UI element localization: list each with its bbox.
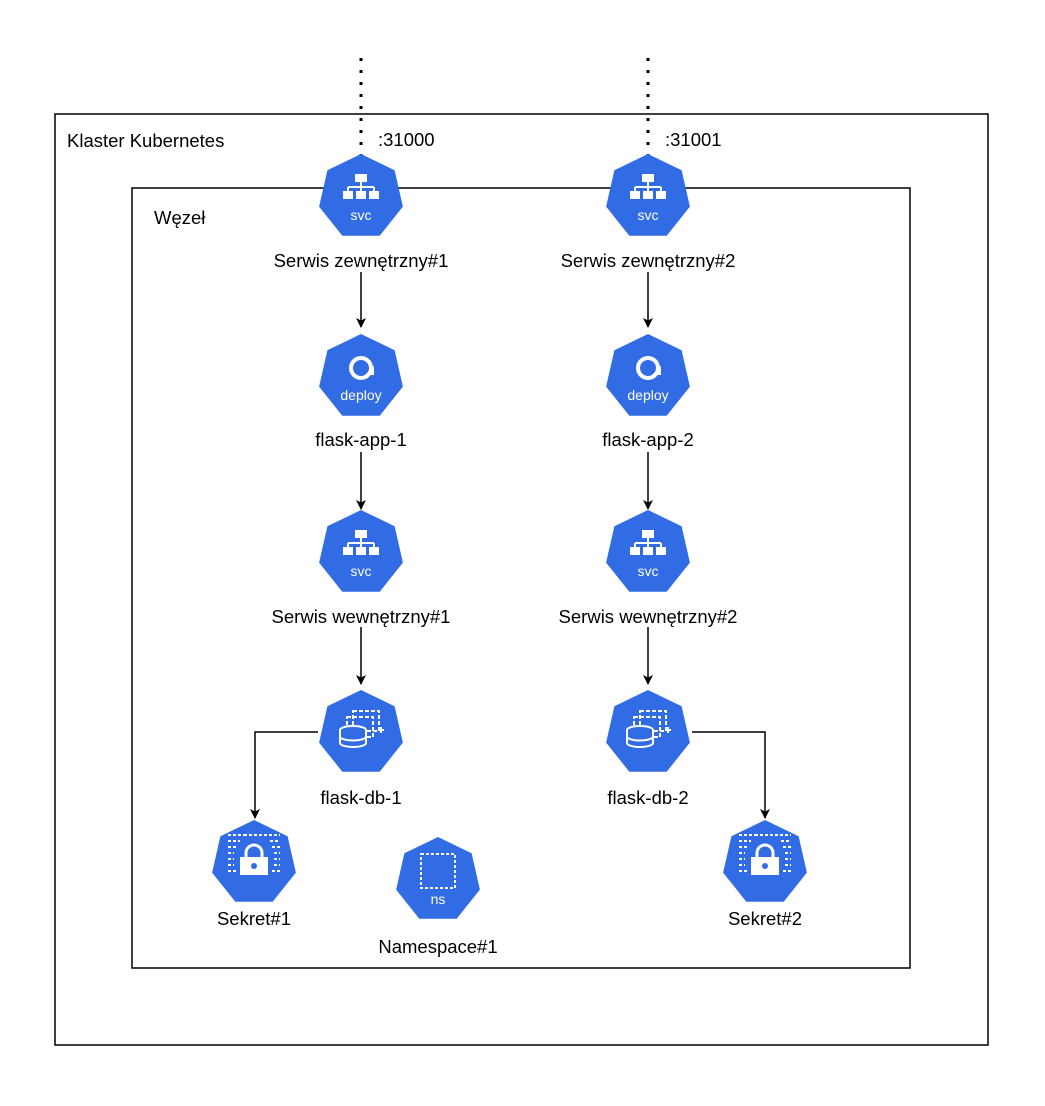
statefulset-icon — [339, 710, 384, 748]
int-svc-1: svc — [319, 510, 403, 592]
arrow-db-2-to-secret-2 — [692, 731, 770, 819]
int-svc-2-label: Serwis wewnętrzny#2 — [559, 606, 738, 627]
namespace-1: ns — [396, 837, 480, 919]
secret-icon — [739, 834, 791, 875]
deploy-2-label: flask-app-2 — [602, 429, 694, 450]
db-2 — [606, 690, 690, 772]
deploy-2: deploy — [606, 334, 690, 416]
svc-icon — [630, 530, 666, 555]
badge-text: svc — [351, 563, 372, 579]
db-2-label: flask-db-2 — [607, 787, 688, 808]
badge-text: svc — [638, 207, 659, 223]
badge-text: deploy — [340, 387, 381, 403]
ext-svc-1: svc — [319, 154, 403, 236]
cluster-boundary — [54, 113, 989, 1046]
namespace-1-label: Namespace#1 — [378, 936, 497, 957]
db-1-label: flask-db-1 — [320, 787, 401, 808]
badge-text: svc — [638, 563, 659, 579]
ext-svc-2-label: Serwis zewnętrzny#2 — [561, 250, 736, 271]
secret-2-label: Sekret#2 — [728, 908, 802, 929]
secret-1 — [212, 820, 296, 902]
secret-2 — [723, 820, 807, 902]
deploy-icon — [349, 356, 374, 380]
svc-icon — [343, 530, 379, 555]
cluster-label: Klaster Kubernetes — [67, 130, 224, 151]
statefulset-icon — [626, 710, 671, 748]
svc-icon — [630, 174, 666, 199]
deploy-1: deploy — [319, 334, 403, 416]
secret-1-label: Sekret#1 — [217, 908, 291, 929]
arrow-db-1-to-secret-1 — [250, 731, 318, 819]
node-boundary — [131, 187, 911, 969]
secret-icon — [228, 834, 280, 875]
badge-text: svc — [351, 207, 372, 223]
ext-svc-1-label: Serwis zewnętrzny#1 — [274, 250, 449, 271]
db-1 — [319, 690, 403, 772]
ext-svc-2: svc — [606, 154, 690, 236]
namespace-icon — [420, 853, 456, 889]
port-label-left: :31000 — [378, 129, 435, 150]
deploy-icon — [636, 356, 661, 380]
badge-text: deploy — [627, 387, 668, 403]
badge-text: ns — [431, 891, 446, 907]
svc-icon — [343, 174, 379, 199]
port-label-right: :31001 — [665, 129, 722, 150]
int-svc-2: svc — [606, 510, 690, 592]
deploy-1-label: flask-app-1 — [315, 429, 407, 450]
int-svc-1-label: Serwis wewnętrzny#1 — [272, 606, 451, 627]
node-label: Węzeł — [154, 207, 205, 228]
